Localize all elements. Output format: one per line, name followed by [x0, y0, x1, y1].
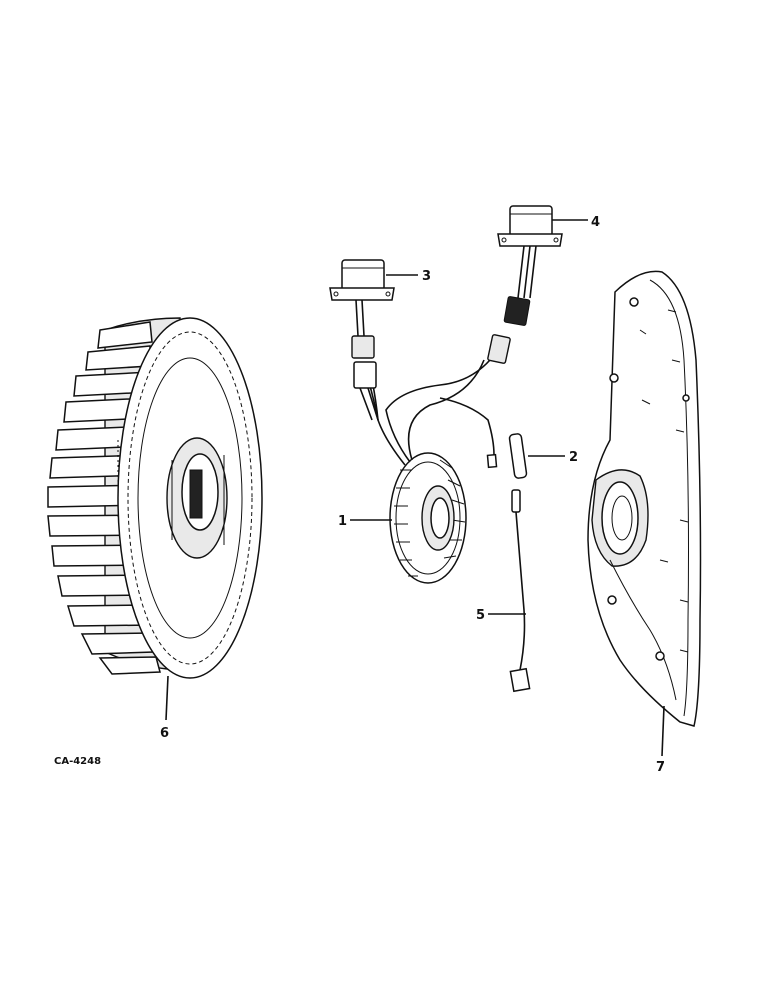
- callout-6: 6: [160, 726, 169, 741]
- callout-5: 5: [476, 608, 485, 623]
- callout-4: 4: [591, 215, 600, 230]
- stator-wire-harness: [364, 359, 498, 469]
- part-3-regulator: [329, 259, 418, 421]
- callout-3: 3: [422, 269, 431, 284]
- callout-1: 1: [338, 514, 347, 529]
- part-7-cover: [587, 270, 702, 757]
- callout-2: 2: [569, 450, 578, 465]
- drawing-code: CA-4248: [54, 756, 101, 767]
- part-4-rectifier: [487, 205, 588, 364]
- part-2-sleeve: [508, 433, 565, 479]
- part-5-ground-wire: [488, 489, 531, 693]
- part-6-flywheel: [47, 317, 263, 721]
- callout-7: 7: [656, 760, 665, 775]
- part-1-stator: [350, 452, 467, 584]
